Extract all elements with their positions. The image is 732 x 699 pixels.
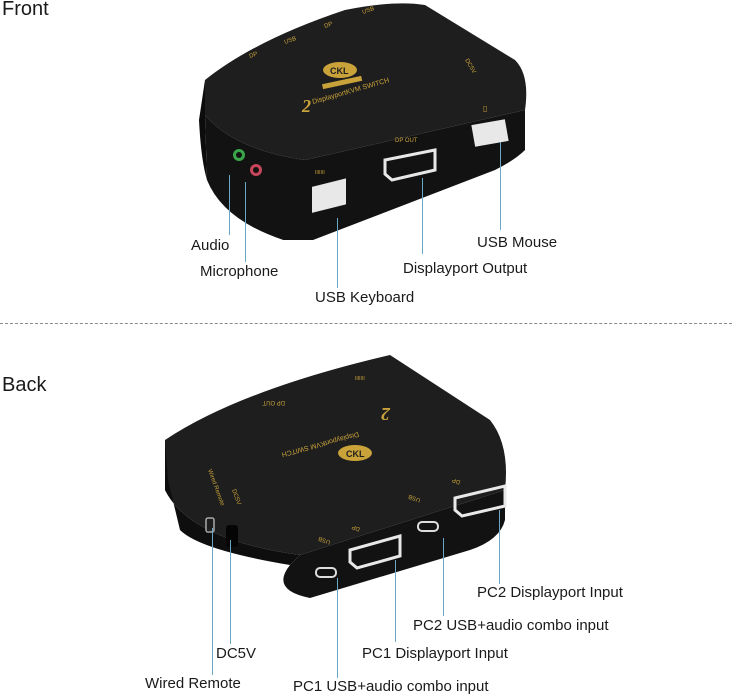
svg-text:CKL: CKL: [346, 449, 365, 459]
svg-text:DP: DP: [351, 523, 361, 531]
pc1-dp-port-icon: [348, 534, 402, 570]
label-dc5v: DC5V: [216, 645, 257, 662]
front-device-illustration: CKL 2 DisplayportKVM SWITCH DP USB DP US…: [199, 3, 527, 240]
svg-text:IIIIIII: IIIIIII: [355, 376, 365, 382]
svg-text:DP: DP: [452, 476, 462, 484]
leader-displayport-output: [422, 178, 423, 254]
leader-microphone: [245, 182, 246, 262]
leader-usb-keyboard: [337, 218, 338, 288]
leader-pc2-usb-audio: [443, 538, 444, 616]
front-section-title: Front: [2, 0, 49, 20]
label-audio: Audio: [191, 237, 230, 254]
svg-text:IIIIIII: IIIIIII: [315, 170, 325, 176]
dc5v-jack-icon: [226, 525, 238, 547]
label-pc1-displayport: PC1 Displayport Input: [362, 645, 508, 662]
label-usb-keyboard: USB Keyboard: [315, 289, 415, 306]
leader-pc2-displayport: [499, 510, 500, 584]
label-pc1-usb-audio: PC1 USB+audio combo input: [293, 678, 489, 695]
label-usb-mouse: USB Mouse: [477, 234, 558, 251]
brand-logo-icon: CKL: [338, 445, 372, 461]
label-microphone: Microphone: [200, 263, 279, 280]
svg-text:USB: USB: [318, 535, 332, 545]
svg-text:DP: DP: [324, 21, 334, 29]
svg-text:DP: DP: [249, 51, 259, 59]
svg-text:2: 2: [381, 404, 391, 424]
usb-mouse-port-icon: [471, 119, 509, 147]
brand-logo-icon: CKL: [322, 62, 363, 90]
svg-text:CKL: CKL: [330, 66, 349, 76]
pc1-usb-audio-port-icon: [315, 567, 337, 578]
leader-dc5v: [230, 540, 231, 644]
svg-text:USB: USB: [284, 36, 298, 46]
label-wired-remote: Wired Remote: [145, 675, 241, 692]
svg-text:USB: USB: [408, 493, 422, 503]
leader-wired-remote: [212, 528, 213, 675]
leader-pc1-displayport: [395, 560, 396, 642]
svg-text:▯: ▯: [483, 104, 487, 113]
svg-text:2: 2: [301, 96, 311, 116]
usb-keyboard-port-icon: [312, 178, 346, 213]
leader-pc1-usb-audio: [337, 578, 338, 678]
label-pc2-usb-audio: PC2 USB+audio combo input: [413, 617, 609, 634]
leader-audio: [229, 175, 230, 235]
svg-text:USB: USB: [362, 6, 376, 16]
dp-output-port-icon: [383, 148, 437, 182]
pc2-dp-port-icon: [453, 484, 507, 518]
pc2-usb-audio-port-icon: [417, 521, 439, 532]
back-section-title: Back: [2, 374, 47, 396]
wired-remote-port-icon: [205, 517, 215, 533]
label-displayport-output: Displayport Output: [403, 260, 528, 277]
section-divider: [0, 323, 732, 324]
back-device-illustration: IIIIIII DP OUT 2 DisplayportKVM SWITCH C…: [165, 355, 507, 598]
svg-text:DP OUT: DP OUT: [395, 138, 418, 144]
label-pc2-displayport: PC2 Displayport Input: [477, 584, 623, 601]
leader-usb-mouse: [500, 142, 501, 230]
svg-text:DC5V: DC5V: [230, 489, 241, 506]
svg-text:DP OUT: DP OUT: [262, 399, 285, 405]
